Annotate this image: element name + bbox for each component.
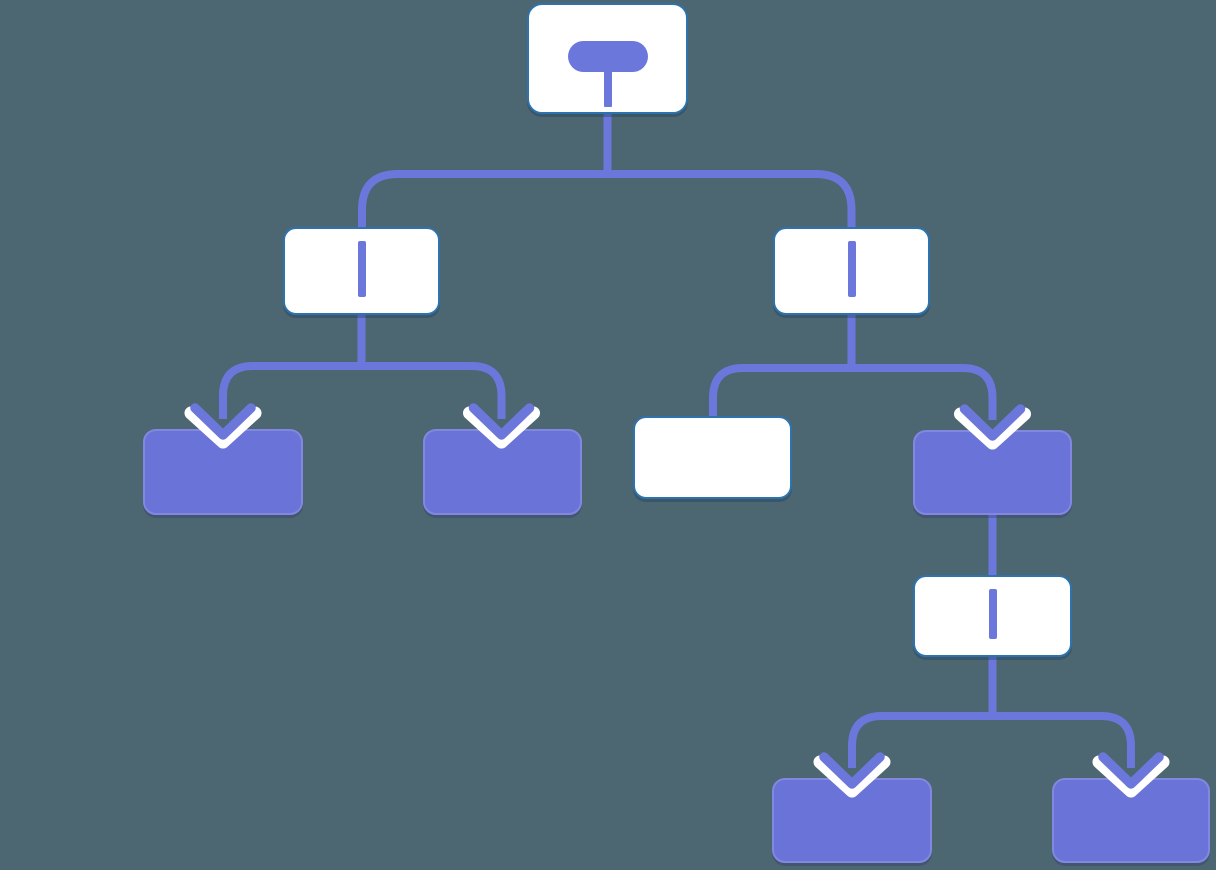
node-leaf-left-2[interactable] <box>423 429 582 515</box>
edge-left-split-bar <box>219 362 506 419</box>
node-passthrough-bottom[interactable] <box>913 575 1072 657</box>
node-leaf-bottom-2[interactable] <box>1052 778 1210 863</box>
vertical-line-icon <box>988 589 997 639</box>
edge-right-split-bar <box>709 364 997 420</box>
root-pill-stem-icon <box>603 65 612 107</box>
edge-root-split-bar <box>358 170 856 228</box>
edge-bottom-split-bar <box>848 712 1135 768</box>
node-branch-right[interactable] <box>773 227 930 315</box>
vertical-line-icon <box>847 241 856 297</box>
node-child-right-white[interactable] <box>633 416 792 499</box>
vertical-line-icon <box>357 241 366 297</box>
node-branch-left[interactable] <box>283 227 440 315</box>
node-right-purple[interactable] <box>913 430 1072 515</box>
node-leaf-left-1[interactable] <box>143 429 303 515</box>
node-leaf-bottom-1[interactable] <box>772 778 932 863</box>
node-root[interactable] <box>527 3 688 114</box>
